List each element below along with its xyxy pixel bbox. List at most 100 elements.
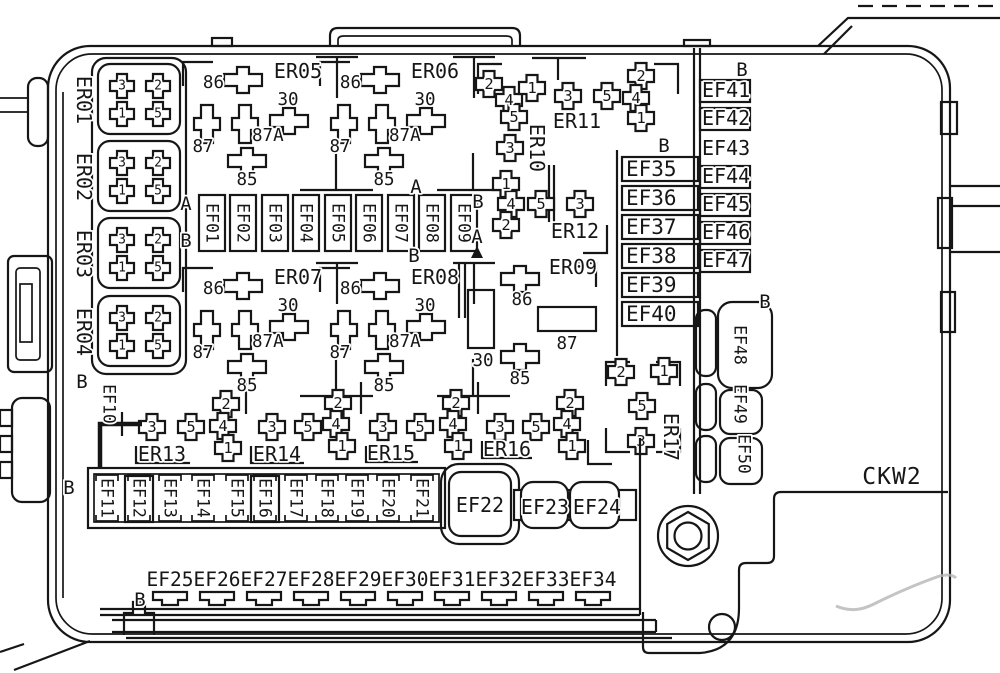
fuse-label-ef19: EF19 xyxy=(348,478,367,518)
pin-5-label: 5 xyxy=(154,261,162,276)
fuse-label-ef47: EF47 xyxy=(702,248,750,272)
pin-3-label: 3 xyxy=(147,418,156,436)
pin-4-label: 4 xyxy=(331,415,340,433)
fuse-label-ef34: EF34 xyxy=(570,568,617,591)
relay-label-er08: ER08 xyxy=(411,265,459,289)
fuse-label-ef37: EF37 xyxy=(626,215,677,239)
pin-3-label: 3 xyxy=(118,311,126,326)
fuse-row-ef25-ef34: EF25 EF26 EF27 EF28 EF29 EF30 EF31 EF32 … xyxy=(145,566,618,607)
enclosure-outline xyxy=(46,4,1000,644)
relay-label-er04: ER04 xyxy=(72,308,96,356)
fuse-ef10: EF10 xyxy=(97,382,142,468)
fuse-label-ef16: EF16 xyxy=(256,478,275,518)
fuse-label-ef13: EF13 xyxy=(161,478,180,518)
relay-label-er01: ER01 xyxy=(72,76,96,124)
fuse-label-ef33: EF33 xyxy=(523,568,570,591)
fuse-label-ef49: EF49 xyxy=(731,384,750,424)
pad-86-label: 86 xyxy=(511,290,532,310)
pad-86 xyxy=(359,271,401,301)
pin-2-label: 2 xyxy=(154,79,162,94)
fuse-label-ef06: EF06 xyxy=(360,203,379,243)
fuse-row-ef01-ef09: EF01 EF02 EF03 EF04 EF05 EF06 EF07 EF08 … xyxy=(197,193,479,253)
pad-87-label: 87 xyxy=(329,137,350,157)
relay-label-er07: ER07 xyxy=(274,265,322,289)
pin-4-label: 4 xyxy=(448,415,457,433)
fuse-label-ef25: EF25 xyxy=(147,568,194,591)
letter-b: B xyxy=(658,135,669,157)
fuse-label-ef05: EF05 xyxy=(329,203,348,243)
fuse-label-ef24: EF24 xyxy=(573,495,621,519)
fuse-label-ef20: EF20 xyxy=(379,478,398,518)
fuse-label-ef26: EF26 xyxy=(194,568,241,591)
letter-b: B xyxy=(63,477,74,499)
pin-5-label: 5 xyxy=(154,184,162,199)
pin-2-label: 2 xyxy=(616,363,625,381)
relay-label-er10: ER10 xyxy=(525,124,549,172)
pin-1-label: 1 xyxy=(118,339,126,354)
fuse-label-ef14: EF14 xyxy=(194,478,213,518)
pin-4-label: 4 xyxy=(506,195,515,213)
fuse-label-ef30: EF30 xyxy=(382,568,429,591)
fuse-label-ef40: EF40 xyxy=(626,302,677,326)
pad-30-label: 30 xyxy=(472,351,493,371)
pad-86-label: 86 xyxy=(203,279,224,299)
fuse-label-ef43: EF43 xyxy=(702,136,750,160)
fuse-label-ef31: EF31 xyxy=(429,568,476,591)
mounting-nut xyxy=(656,504,720,568)
pin-3-label: 3 xyxy=(378,418,387,436)
pin-3-label: 3 xyxy=(495,418,504,436)
fuse-label-ef23: EF23 xyxy=(521,495,569,519)
pin-5-label: 5 xyxy=(154,339,162,354)
relay-label-er16: ER16 xyxy=(483,437,531,461)
pencil-squiggle xyxy=(835,573,958,612)
pin-1-label: 1 xyxy=(118,261,126,276)
letter-b: B xyxy=(736,59,747,81)
relay-label-er09: ER09 xyxy=(549,255,597,279)
fuse-label-ef15: EF15 xyxy=(228,478,247,518)
relay-label-er11: ER11 xyxy=(553,109,601,133)
pad-30-label: 30 xyxy=(414,296,435,316)
fuse-label-ef28: EF28 xyxy=(288,568,335,591)
pad-30-label: 30 xyxy=(277,90,298,110)
fuse-label-ef09: EF09 xyxy=(455,203,474,243)
pin-4-label: 4 xyxy=(562,415,571,433)
left-mount-brackets xyxy=(0,76,54,504)
pad-86-label: 86 xyxy=(340,279,361,299)
pad-30 xyxy=(466,288,496,350)
pin-2-label: 2 xyxy=(451,394,460,412)
pad-87 xyxy=(536,305,598,333)
letter-a: A xyxy=(410,176,422,198)
pin-5-label: 5 xyxy=(536,195,545,213)
relay-label-er12: ER12 xyxy=(551,219,599,243)
fuse-label-ef10: EF10 xyxy=(100,384,119,424)
fuse-label-ef17: EF17 xyxy=(287,478,306,518)
pin-1-label: 1 xyxy=(501,175,510,193)
pad-86 xyxy=(499,264,541,294)
pad-86 xyxy=(222,271,264,301)
relay-socket-er09: 86 30 87 85 ER09 xyxy=(466,253,599,391)
fuse-label-ef04: EF04 xyxy=(297,203,316,243)
letter-b: B xyxy=(759,291,770,313)
ckw2-region: CKW2 xyxy=(638,438,958,655)
fuse-label-ef32: EF32 xyxy=(476,568,523,591)
pad-86 xyxy=(359,65,401,95)
fuse-label-ef35: EF35 xyxy=(626,157,677,181)
pin-4-label: 4 xyxy=(218,417,227,435)
fuse-label-ef12: EF12 xyxy=(130,478,149,518)
fuse-label-ef46: EF46 xyxy=(702,220,750,244)
fuse-label-ef48: EF48 xyxy=(731,325,750,365)
fuse-ef22-ef24: EF22 EF23 EF24 xyxy=(439,462,638,546)
pad-30-label: 30 xyxy=(414,90,435,110)
fuse-label-ef21: EF21 xyxy=(413,478,432,518)
pin-5-label: 5 xyxy=(602,87,611,105)
pin-1-label: 1 xyxy=(527,79,536,97)
pin-3-label: 3 xyxy=(118,156,126,171)
pad-87-label: 87 xyxy=(556,334,577,354)
pin-3-label: 3 xyxy=(267,418,276,436)
letter-a: A xyxy=(180,193,192,215)
connector-letters: A B A B B A B B B B B B xyxy=(62,57,773,613)
fuse-row-ef11-ef21: EF11 EF12 EF13 EF14 EF15 EF16 EF17 EF18 … xyxy=(86,466,447,530)
